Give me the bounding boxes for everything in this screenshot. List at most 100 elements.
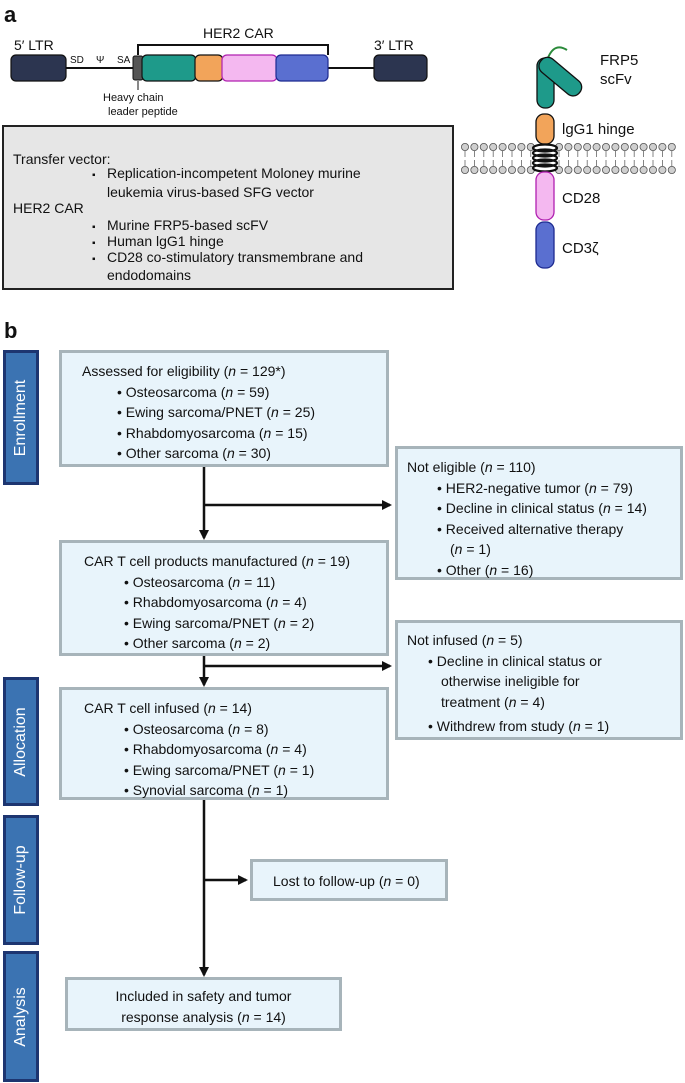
lipid-head <box>583 143 592 152</box>
her2-car-bracket-label: HER2 CAR <box>203 25 274 41</box>
lipid-head <box>620 165 629 174</box>
lipid-head <box>630 165 639 174</box>
lost-to-follow-up-text: Lost to follow-up (n = 0) <box>273 873 420 889</box>
infused-item: • Ewing sarcoma/PNET (n = 1) <box>124 761 315 778</box>
car-bullet-3: ▪ <box>92 254 96 265</box>
stage-allocation-label: Allocation <box>12 706 29 777</box>
receptor-cd3z-domain <box>535 221 555 269</box>
lipid-head <box>630 143 639 152</box>
lipid-head <box>479 165 488 174</box>
analysis-text-line1: Included in safety and tumor <box>115 988 292 1004</box>
not-eligible-heading: Not eligible (n = 110) <box>407 459 536 475</box>
lipid-head <box>648 165 657 174</box>
analysis-text-line2: response analysis (n = 14) <box>121 1008 286 1025</box>
scfv-block <box>141 54 197 82</box>
lipid-head <box>592 165 601 174</box>
receptor-hinge-label: lgG1 hinge <box>562 121 635 138</box>
leader-label-line2: leader peptide <box>108 106 178 118</box>
car-item-hinge: Human lgG1 hinge <box>107 233 224 249</box>
lipid-head <box>489 165 498 174</box>
lipid-head <box>573 143 582 152</box>
hinge-block <box>194 54 224 82</box>
stage-follow-up: Follow-up <box>3 815 39 945</box>
car-bullet-2: ▪ <box>92 238 96 249</box>
lipid-head <box>583 165 592 174</box>
car-item-cd28-line1: CD28 co-stimulatory transmembrane and <box>107 249 363 265</box>
lost-to-follow-up-box: Lost to follow-up (n = 0) <box>250 859 448 901</box>
lipid-head <box>658 143 667 152</box>
stage-allocation: Allocation <box>3 677 39 806</box>
lipid-head <box>611 165 620 174</box>
lipid-head <box>667 165 676 174</box>
infused-item: • Synovial sarcoma (n = 1) <box>124 782 289 798</box>
transfer-bullet: ▪ <box>92 170 96 181</box>
lipid-head <box>517 165 526 174</box>
sa-label: SA <box>117 55 131 66</box>
leader-label-line1: Heavy chain <box>103 92 164 104</box>
lipid-head <box>498 165 507 174</box>
car-item-cd28-line2: endodomains <box>107 267 192 283</box>
assessed-item: • Osteosarcoma (n = 59) <box>117 383 270 400</box>
psi-label: Ψ <box>96 55 105 66</box>
panel-b-letter: b <box>4 318 18 343</box>
manufactured-item: • Rhabdomyosarcoma (n = 4) <box>124 594 307 610</box>
receptor-scfv-label-line1: FRP5 <box>600 52 639 69</box>
lipid-head <box>470 165 479 174</box>
receptor-scfv-label-line2: scFv <box>600 71 632 88</box>
lipid-head <box>611 143 620 152</box>
lipid-head <box>592 143 601 152</box>
analysis-box: Included in safety and tumor response an… <box>65 977 342 1031</box>
cd28-block <box>221 54 278 82</box>
lipid-head <box>573 165 582 174</box>
manufactured-box: CAR T cell products manufactured (n = 19… <box>59 540 389 656</box>
panel-a-letter: a <box>4 2 17 27</box>
infused-heading: CAR T cell infused (n = 14) <box>84 700 252 716</box>
vector-info-box <box>2 125 454 290</box>
assessed-heading: Assessed for eligibility (n = 129*) <box>82 363 286 379</box>
ltr3-label: 3′ LTR <box>374 37 414 53</box>
ltr5-label: 5′ LTR <box>14 37 54 53</box>
cd3z-block <box>275 54 329 82</box>
receptor-cd3z-label: CD3ζ <box>562 240 599 257</box>
infused-item: • Osteosarcoma (n = 8) <box>124 720 269 737</box>
stage-analysis-label: Analysis <box>12 986 29 1047</box>
transmembrane-coil <box>531 143 559 173</box>
lipid-head <box>489 143 498 152</box>
lipid-head <box>564 165 573 174</box>
vector-construct-diagram <box>10 44 428 90</box>
lipid-head <box>601 165 610 174</box>
lipid-head <box>658 165 667 174</box>
lipid-head <box>508 165 517 174</box>
her2-car-info-label: HER2 CAR <box>13 200 84 216</box>
lipid-head <box>479 143 488 152</box>
manufactured-item: • Ewing sarcoma/PNET (n = 2) <box>124 614 315 631</box>
lipid-head <box>639 165 648 174</box>
receptor-hinge-domain <box>535 113 555 145</box>
assessed-item: • Rhabdomyosarcoma (n = 15) <box>117 424 308 441</box>
not-infused-box: Not infused (n = 5) • Decline in clinica… <box>395 620 683 740</box>
ltr5-block <box>10 54 67 82</box>
stage-enrollment: Enrollment <box>3 350 39 485</box>
not-eligible-item: • Other (n = 16) <box>437 561 534 578</box>
sd-label: SD <box>70 55 84 66</box>
car-item-scfv: Murine FRP5-based scFV <box>107 217 269 233</box>
assessed-item: • Other sarcoma (n = 30) <box>117 445 271 461</box>
lipid-head <box>517 143 526 152</box>
not-eligible-item: • Decline in clinical status (n = 14) <box>437 500 647 516</box>
lipid-head <box>564 143 573 152</box>
ltr3-block <box>373 54 428 82</box>
car-receptor-diagram <box>461 46 676 269</box>
transfer-vector-label: Transfer vector: <box>13 151 111 167</box>
lipid-head <box>667 143 676 152</box>
not-infused-item: • Withdrew from study (n = 1) <box>428 718 610 734</box>
manufactured-heading: CAR T cell products manufactured (n = 19… <box>84 553 351 569</box>
receptor-cd28-domain <box>535 171 555 221</box>
not-eligible-item: • Received alternative therapy(n = 1) <box>437 520 624 558</box>
scfv-vl-domain <box>538 56 583 97</box>
stage-enrollment-label: Enrollment <box>12 379 29 456</box>
stage-analysis: Analysis <box>3 951 39 1082</box>
stage-follow-up-label: Follow-up <box>12 845 29 915</box>
lipid-head <box>470 143 479 152</box>
cell-membrane <box>461 143 676 174</box>
